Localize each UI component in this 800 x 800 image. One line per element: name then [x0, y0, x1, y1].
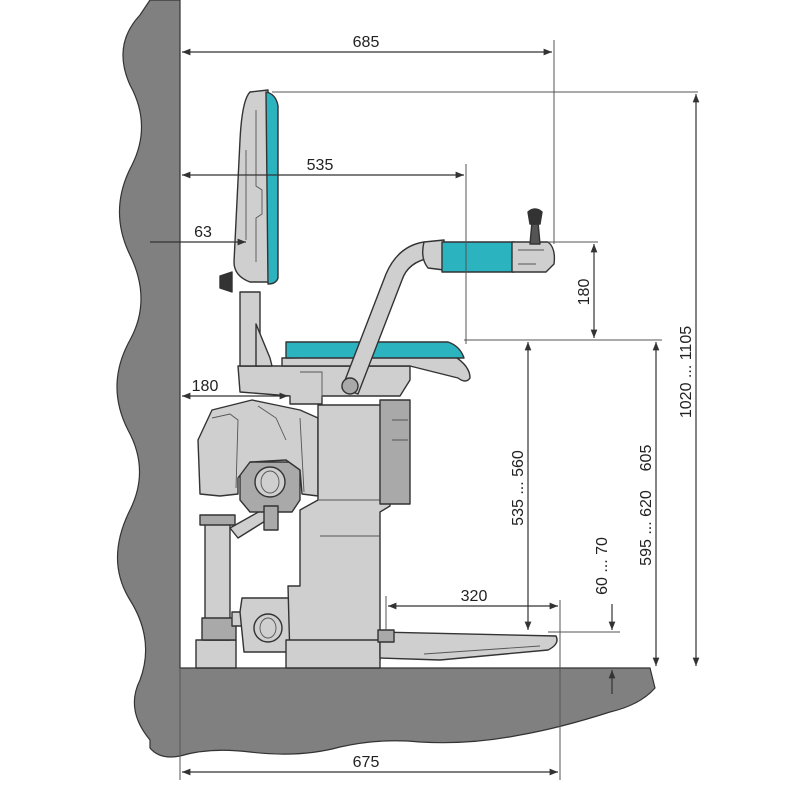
- seat-frame: [281, 355, 471, 382]
- extension-lines: [179, 40, 698, 780]
- label-seat-height-alt: 605: [638, 445, 655, 472]
- label-overall-depth: 685: [353, 34, 380, 51]
- rail-collar-bottom: [201, 617, 237, 641]
- column-rear-panel: [379, 399, 411, 505]
- rail-foot: [195, 639, 237, 669]
- backrest-knob: [219, 271, 233, 293]
- rail-collar-top: [199, 514, 236, 526]
- dimension-lines: [150, 48, 700, 776]
- joystick-lever: [529, 221, 541, 245]
- armrest: [341, 208, 556, 395]
- carriage-cover: [197, 399, 319, 497]
- armrest-end: [421, 239, 445, 271]
- armrest-control-housing: [511, 241, 556, 273]
- lower-roller: [253, 613, 283, 643]
- column-base: [285, 639, 381, 669]
- wall: [116, 0, 656, 758]
- joystick-knob: [527, 208, 543, 225]
- label-footrest-height: 60 ... 70: [594, 537, 611, 595]
- label-backrest-to-armrest: 535: [307, 157, 334, 174]
- backrest: [219, 89, 279, 367]
- rail-assembly: [195, 461, 301, 669]
- drive-motor: [263, 505, 279, 531]
- backrest-mount-brace: [255, 323, 273, 367]
- footrest: [377, 629, 558, 661]
- armrest-pivot: [341, 377, 359, 395]
- armrest-pad: [441, 241, 515, 273]
- upper-roller: [254, 466, 286, 498]
- label-overall-height: 1020 ... 1105: [678, 326, 695, 418]
- label-footrest-depth: 320: [461, 588, 488, 605]
- backrest-cushion: [265, 91, 279, 285]
- label-backrest-offset: 63: [194, 224, 212, 241]
- seat-base: [237, 365, 411, 405]
- label-armrest-height: 180: [576, 279, 593, 306]
- backrest-mount: [239, 291, 261, 367]
- label-seat-to-footrest: 535 ... 560: [510, 450, 527, 526]
- footrest-hinge: [377, 629, 395, 643]
- backrest-frame: [233, 89, 273, 283]
- label-folded-depth: 675: [353, 754, 380, 771]
- label-rail-offset: 180: [192, 378, 219, 395]
- label-seat-height: 595 ... 620: [638, 490, 655, 566]
- dimension-labels: 685 535 63 180 320 675 180 1020 ... 1105…: [192, 34, 695, 771]
- footrest-plate: [379, 631, 558, 661]
